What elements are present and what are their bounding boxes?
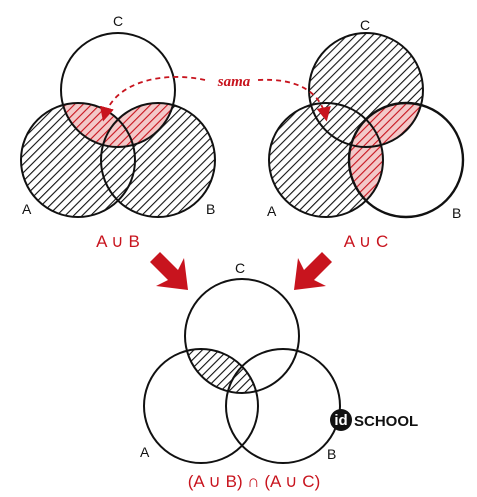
diagram-a-union-b: C A B A ∪ B — [20, 13, 216, 251]
dashed-arrow-right — [257, 78, 331, 122]
circle-a-outline — [143, 348, 259, 464]
circle-c-outline — [184, 278, 300, 394]
label-a: A — [22, 201, 32, 217]
circle-a-outline — [20, 102, 136, 218]
idschool-logo: id SCHOOL — [330, 409, 418, 431]
diagram-intersection-result: C A B (A ∪ B) ∩ (A ∪ C) — [140, 260, 341, 491]
logo-school-text: SCHOOL — [354, 413, 418, 430]
sama-connector: sama — [99, 74, 331, 122]
diagram-a-union-c: C A B A ∪ C — [267, 17, 465, 251]
logo-id-text: id — [334, 412, 347, 429]
label-c: C — [113, 13, 123, 29]
result-shading — [185, 349, 258, 393]
caption-a-union-b: A ∪ B — [96, 232, 140, 251]
arrow-to-result-left — [150, 252, 188, 290]
label-b: B — [452, 205, 461, 221]
arrow-to-result-right — [294, 252, 332, 290]
caption-result: (A ∪ B) ∩ (A ∪ C) — [188, 472, 321, 491]
label-c: C — [235, 260, 245, 276]
label-c: C — [360, 17, 370, 33]
circle-b-outline — [100, 102, 216, 218]
dashed-arrow-left — [99, 76, 206, 122]
circle-b-outline — [347, 101, 465, 219]
circle-c-outline — [308, 32, 424, 148]
circle-b-outline — [225, 348, 341, 464]
circle-a-outline — [268, 102, 384, 218]
label-b: B — [327, 446, 336, 462]
sama-label: sama — [217, 74, 251, 90]
logo-id-badge — [330, 409, 352, 431]
label-b: B — [206, 201, 215, 217]
caption-a-union-c: A ∪ C — [344, 232, 389, 251]
circle-c-outline — [60, 32, 176, 148]
label-a: A — [140, 444, 150, 460]
highlight-region — [61, 103, 135, 147]
label-a: A — [267, 203, 277, 219]
